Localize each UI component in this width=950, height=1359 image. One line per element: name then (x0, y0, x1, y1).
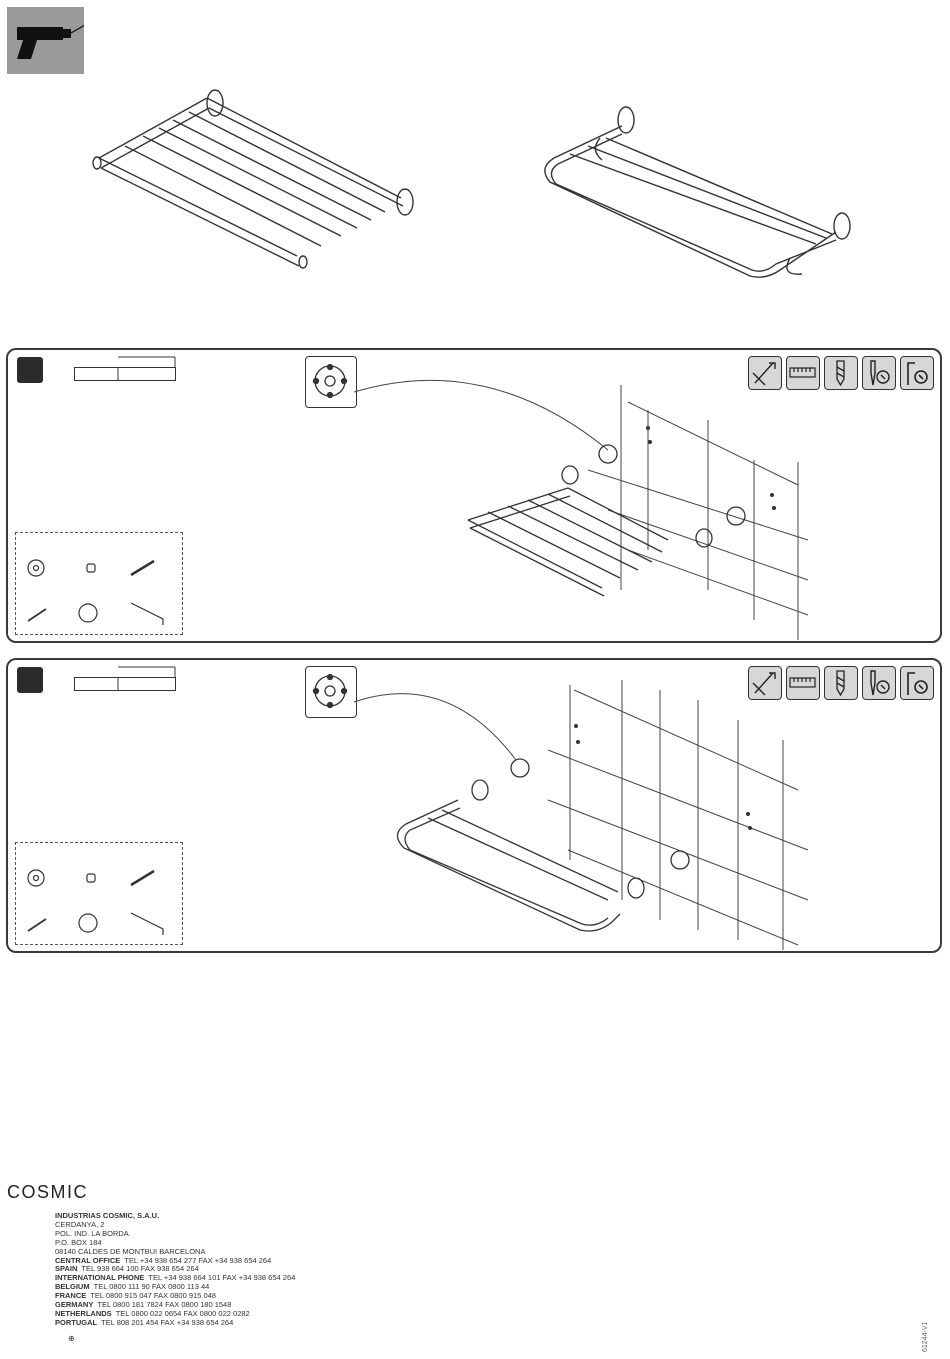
contact-line: PORTUGAL TEL 808 201 454 FAX +34 938 654… (55, 1317, 295, 1328)
contact-text: TEL 808 201 454 FAX +34 938 654 264 (101, 1317, 234, 1327)
allen-key-icon (900, 666, 934, 700)
parts-list (15, 532, 183, 635)
tool-icons (748, 666, 934, 700)
contact-text: TEL 938 664 100 FAX 938 654 264 (81, 1264, 199, 1274)
step-panel-1 (6, 348, 942, 643)
drill-bit-icon (824, 356, 858, 390)
contact-text: TEL +34 938 654 277 FAX +34 938 654 264 (124, 1255, 272, 1265)
contact-label: CENTRAL OFFICE (55, 1255, 121, 1265)
contact-line: SPAIN TEL 938 664 100 FAX 938 654 264 (55, 1264, 295, 1274)
brand-logo: COSMIC (7, 1182, 88, 1202)
contact-line: CENTRAL OFFICE TEL +34 938 654 277 FAX +… (55, 1255, 295, 1266)
step-number-badge (17, 357, 43, 383)
contact-text: TEL 0800 111 90 FAX 0800 113 44 (93, 1282, 210, 1292)
tape-measure-icon (786, 356, 820, 390)
step-1-exploded-diagram (353, 379, 809, 640)
contact-label: NETHERLANDS (55, 1308, 112, 1318)
address-line: POL. IND. LA BORDA (55, 1228, 129, 1238)
contact-line: FRANCE TEL 0800 915 047 FAX 0800 915 048 (55, 1291, 295, 1301)
towel-rack-curved-illustration (530, 98, 860, 288)
drill-badge (7, 7, 84, 74)
company-name: INDUSTRIAS COSMIC, S.A.U. (55, 1211, 160, 1220)
contact-label: INTERNATIONAL PHONE (55, 1273, 145, 1283)
contact-line: BELGIUM TEL 0800 111 90 FAX 0800 113 44 (55, 1282, 295, 1292)
towel-rack-straight-illustration (85, 88, 425, 278)
spec-table (74, 355, 176, 383)
allen-key-icon (900, 356, 934, 390)
wall-bracket-detail-thumb (305, 356, 357, 408)
contact-text: TEL 0800 915 047 FAX 0800 915 048 (90, 1291, 216, 1301)
contact-label: GERMANY (55, 1300, 94, 1310)
contact-label: FRANCE (55, 1291, 87, 1301)
drill-bit-icon (824, 666, 858, 700)
tape-measure-icon (786, 666, 820, 700)
parts-list (15, 842, 183, 945)
recycle-mark-icon: ⊕ (68, 1334, 75, 1343)
company-address: INDUSTRIAS COSMIC, S.A.U. CERDANYA, 2 PO… (55, 1211, 296, 1328)
contact-line: NETHERLANDS TEL 0800 022 0654 FAX 0800 0… (55, 1308, 295, 1319)
step-2-exploded-diagram (353, 680, 809, 950)
contact-line: GERMANY TEL 0800 181 7824 FAX 0800 180 1… (55, 1300, 295, 1310)
wall-bracket-detail-thumb (305, 666, 357, 718)
contact-label: SPAIN (55, 1264, 78, 1274)
address-line: 08140 CALDES DE MONTBUI BARCELONA (55, 1246, 206, 1256)
contact-text: TEL +34 938 664 101 FAX +34 938 654 264 (148, 1273, 296, 1283)
spec-table (74, 665, 176, 693)
tool-icons (748, 356, 934, 390)
step-panel-2 (6, 658, 942, 953)
pencil-marking-icon (748, 666, 782, 700)
document-reference-code: 61244-V1 (922, 1321, 929, 1352)
screwdriver-icon (862, 356, 896, 390)
drill-icon (17, 24, 84, 59)
contact-label: BELGIUM (55, 1282, 90, 1292)
address-line: P.O. BOX 184 (55, 1237, 102, 1247)
screwdriver-icon (862, 666, 896, 700)
pencil-marking-icon (748, 356, 782, 390)
address-line: CERDANYA, 2 (55, 1219, 105, 1229)
contact-label: PORTUGAL (55, 1317, 98, 1327)
contact-line: INTERNATIONAL PHONE TEL +34 938 664 101 … (55, 1273, 296, 1283)
contact-text: TEL 0800 181 7824 FAX 0800 180 1548 (97, 1300, 232, 1310)
step-number-badge (17, 667, 43, 693)
contact-text: TEL 0800 022 0654 FAX 0800 022 0282 (115, 1308, 250, 1318)
